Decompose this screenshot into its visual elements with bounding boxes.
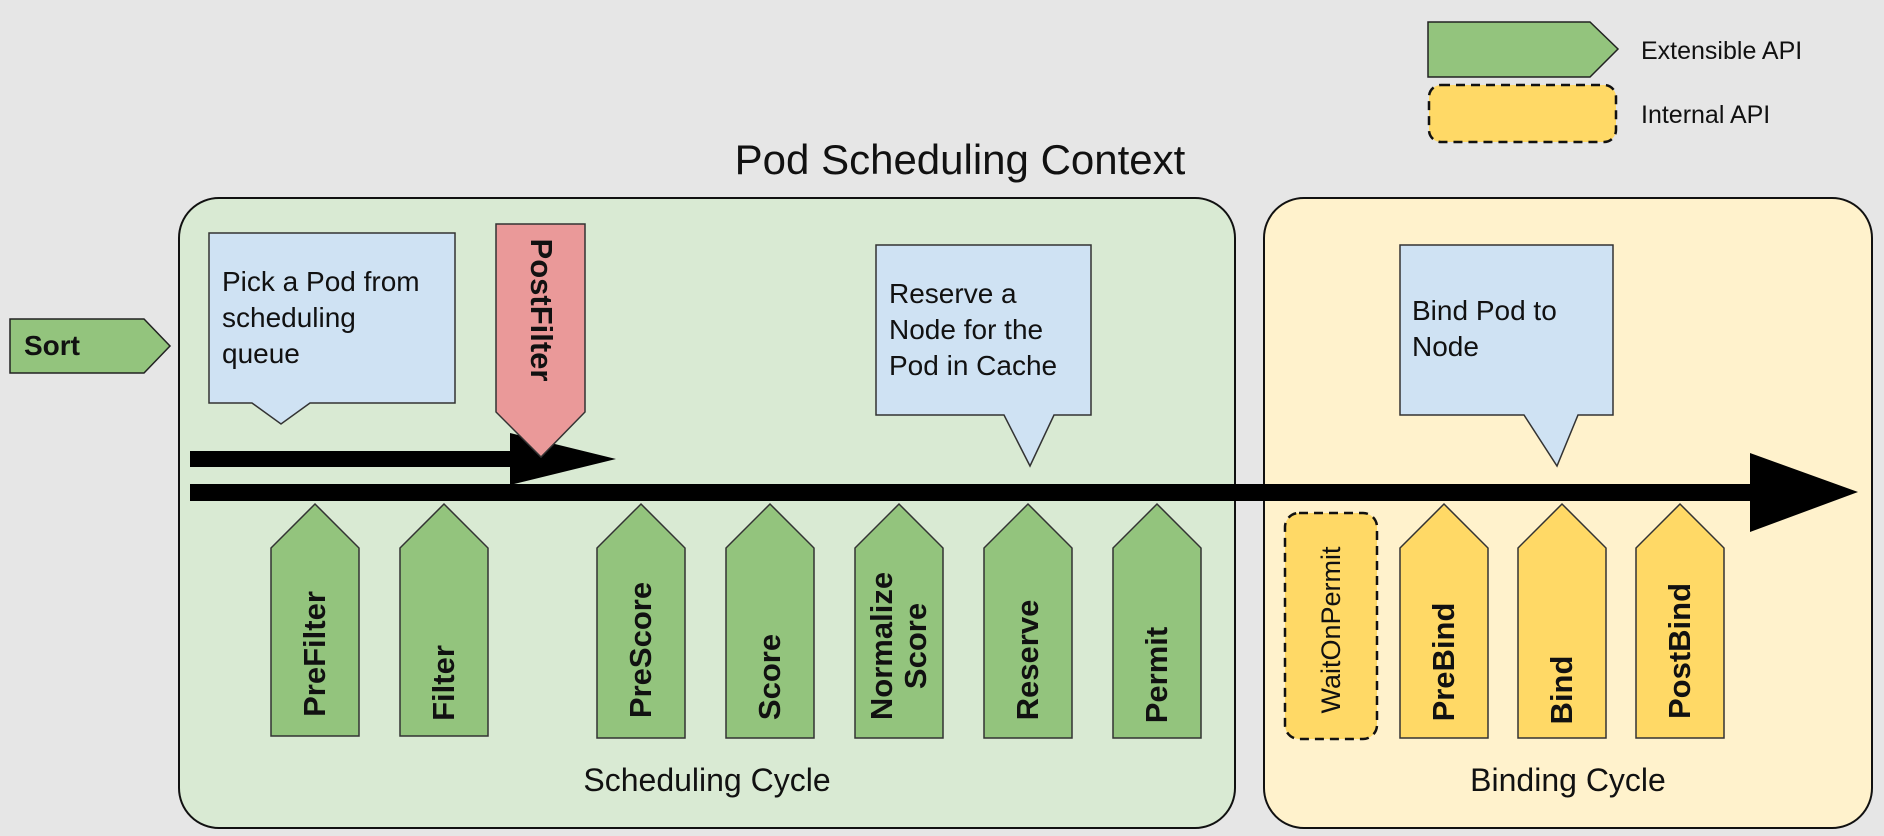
waitonpermit-shape xyxy=(1283,511,1379,741)
filter-shape xyxy=(399,502,489,737)
normalize-score-label: Normalize Score xyxy=(864,571,933,721)
callout-bind-pod xyxy=(1399,244,1614,468)
legend-extensible-label: Extensible API xyxy=(1641,37,1803,65)
retry-arrow-shaft xyxy=(190,451,520,467)
scheduling-cycle-label: Scheduling Cycle xyxy=(583,762,831,798)
postfilter-shape xyxy=(495,223,586,459)
score-shape xyxy=(725,502,815,739)
prefilter-shape xyxy=(270,502,360,737)
legend-extensible-swatch xyxy=(1427,21,1620,78)
legend-internal-label: Internal API xyxy=(1641,101,1771,129)
sort-shape xyxy=(9,318,172,374)
callout-pick-pod-text: Pick a Pod from scheduling queue xyxy=(222,266,420,369)
bind-shape xyxy=(1517,502,1607,739)
bind-label: Bind xyxy=(1544,655,1579,725)
callout-reserve-node xyxy=(875,244,1092,468)
callout-pick-pod xyxy=(208,232,456,425)
score-label: Score xyxy=(752,633,787,721)
prescore-label: PreScore xyxy=(623,581,658,719)
reserve-label: Reserve xyxy=(1010,599,1045,721)
prebind-label: PreBind xyxy=(1426,602,1461,722)
prebind-shape xyxy=(1399,502,1489,739)
sort-label: Sort xyxy=(24,330,80,361)
permit-label: Permit xyxy=(1139,626,1174,724)
normalize-score-shape xyxy=(854,502,944,739)
main-arrow-head xyxy=(1750,453,1858,532)
postbind-shape xyxy=(1635,502,1725,739)
callout-bind-pod-text: Bind Pod to Node xyxy=(1412,295,1557,362)
callout-reserve-node-text: Reserve a Node for the Pod in Cache xyxy=(889,278,1058,381)
prescore-shape xyxy=(596,502,686,739)
legend-internal-swatch xyxy=(1427,83,1618,144)
permit-shape xyxy=(1112,502,1202,739)
reserve-shape xyxy=(983,502,1073,739)
filter-label: Filter xyxy=(426,645,461,721)
postbind-label: PostBind xyxy=(1662,582,1697,720)
postfilter-label: PostFilter xyxy=(524,238,559,382)
diagram-title: Pod Scheduling Context xyxy=(734,136,1186,183)
waitonpermit-label: WaitOnPermit xyxy=(1316,546,1346,714)
binding-cycle-label: Binding Cycle xyxy=(1470,762,1666,798)
prefilter-label: PreFilter xyxy=(297,591,332,717)
main-arrow-shaft xyxy=(190,484,1750,501)
